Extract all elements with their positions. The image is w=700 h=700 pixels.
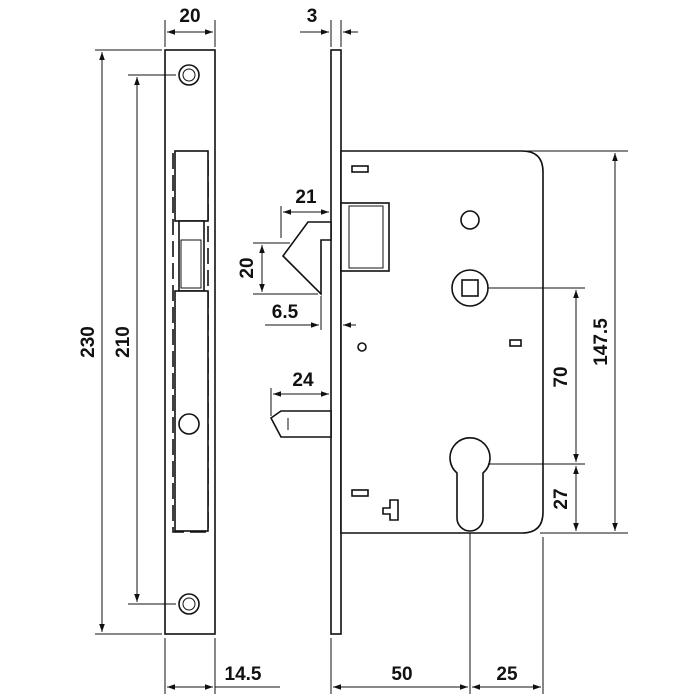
lock-body — [340, 150, 544, 534]
top-screw-hole — [178, 64, 200, 86]
dim-cylinder-to-bottom: 27 — [551, 488, 572, 509]
upper-slot — [351, 165, 369, 173]
dim-backset: 50 — [391, 664, 412, 685]
latch-window — [174, 150, 209, 222]
dim-latch-offset: 6.5 — [272, 302, 299, 323]
mounting-hole — [460, 210, 480, 230]
latch-bolt — [281, 221, 332, 296]
lower-slot — [351, 489, 369, 497]
dim-overall-height: 230 — [78, 326, 99, 358]
dim-latch-height: 20 — [237, 257, 258, 278]
latch-bolt-face — [178, 220, 205, 292]
right-slot — [509, 339, 522, 347]
dim-body-height: 147.5 — [591, 318, 612, 366]
faceplate-edge — [330, 49, 342, 635]
dim-deadbolt-throw: 24 — [292, 370, 314, 391]
dim-cylinder-to-back: 25 — [496, 664, 518, 685]
deadbolt-pin — [269, 410, 332, 438]
dimension-lines — [95, 20, 628, 694]
dim-center-distance: 70 — [551, 366, 572, 387]
dim-screw-spacing: 210 — [113, 326, 134, 358]
lock-side-view — [330, 49, 544, 635]
dim-faceplate-width: 20 — [179, 6, 200, 27]
cylinder-keyhole — [449, 437, 491, 532]
deadbolt-hole — [178, 413, 200, 435]
dim-faceplate-thickness: 3 — [307, 6, 318, 27]
dim-faceplate-offset: 14.5 — [225, 664, 262, 685]
dim-latch-depth: 21 — [295, 187, 317, 208]
faceplate-front-view — [164, 49, 216, 635]
deadbolt-window — [174, 290, 209, 532]
bottom-screw-hole — [178, 593, 200, 615]
